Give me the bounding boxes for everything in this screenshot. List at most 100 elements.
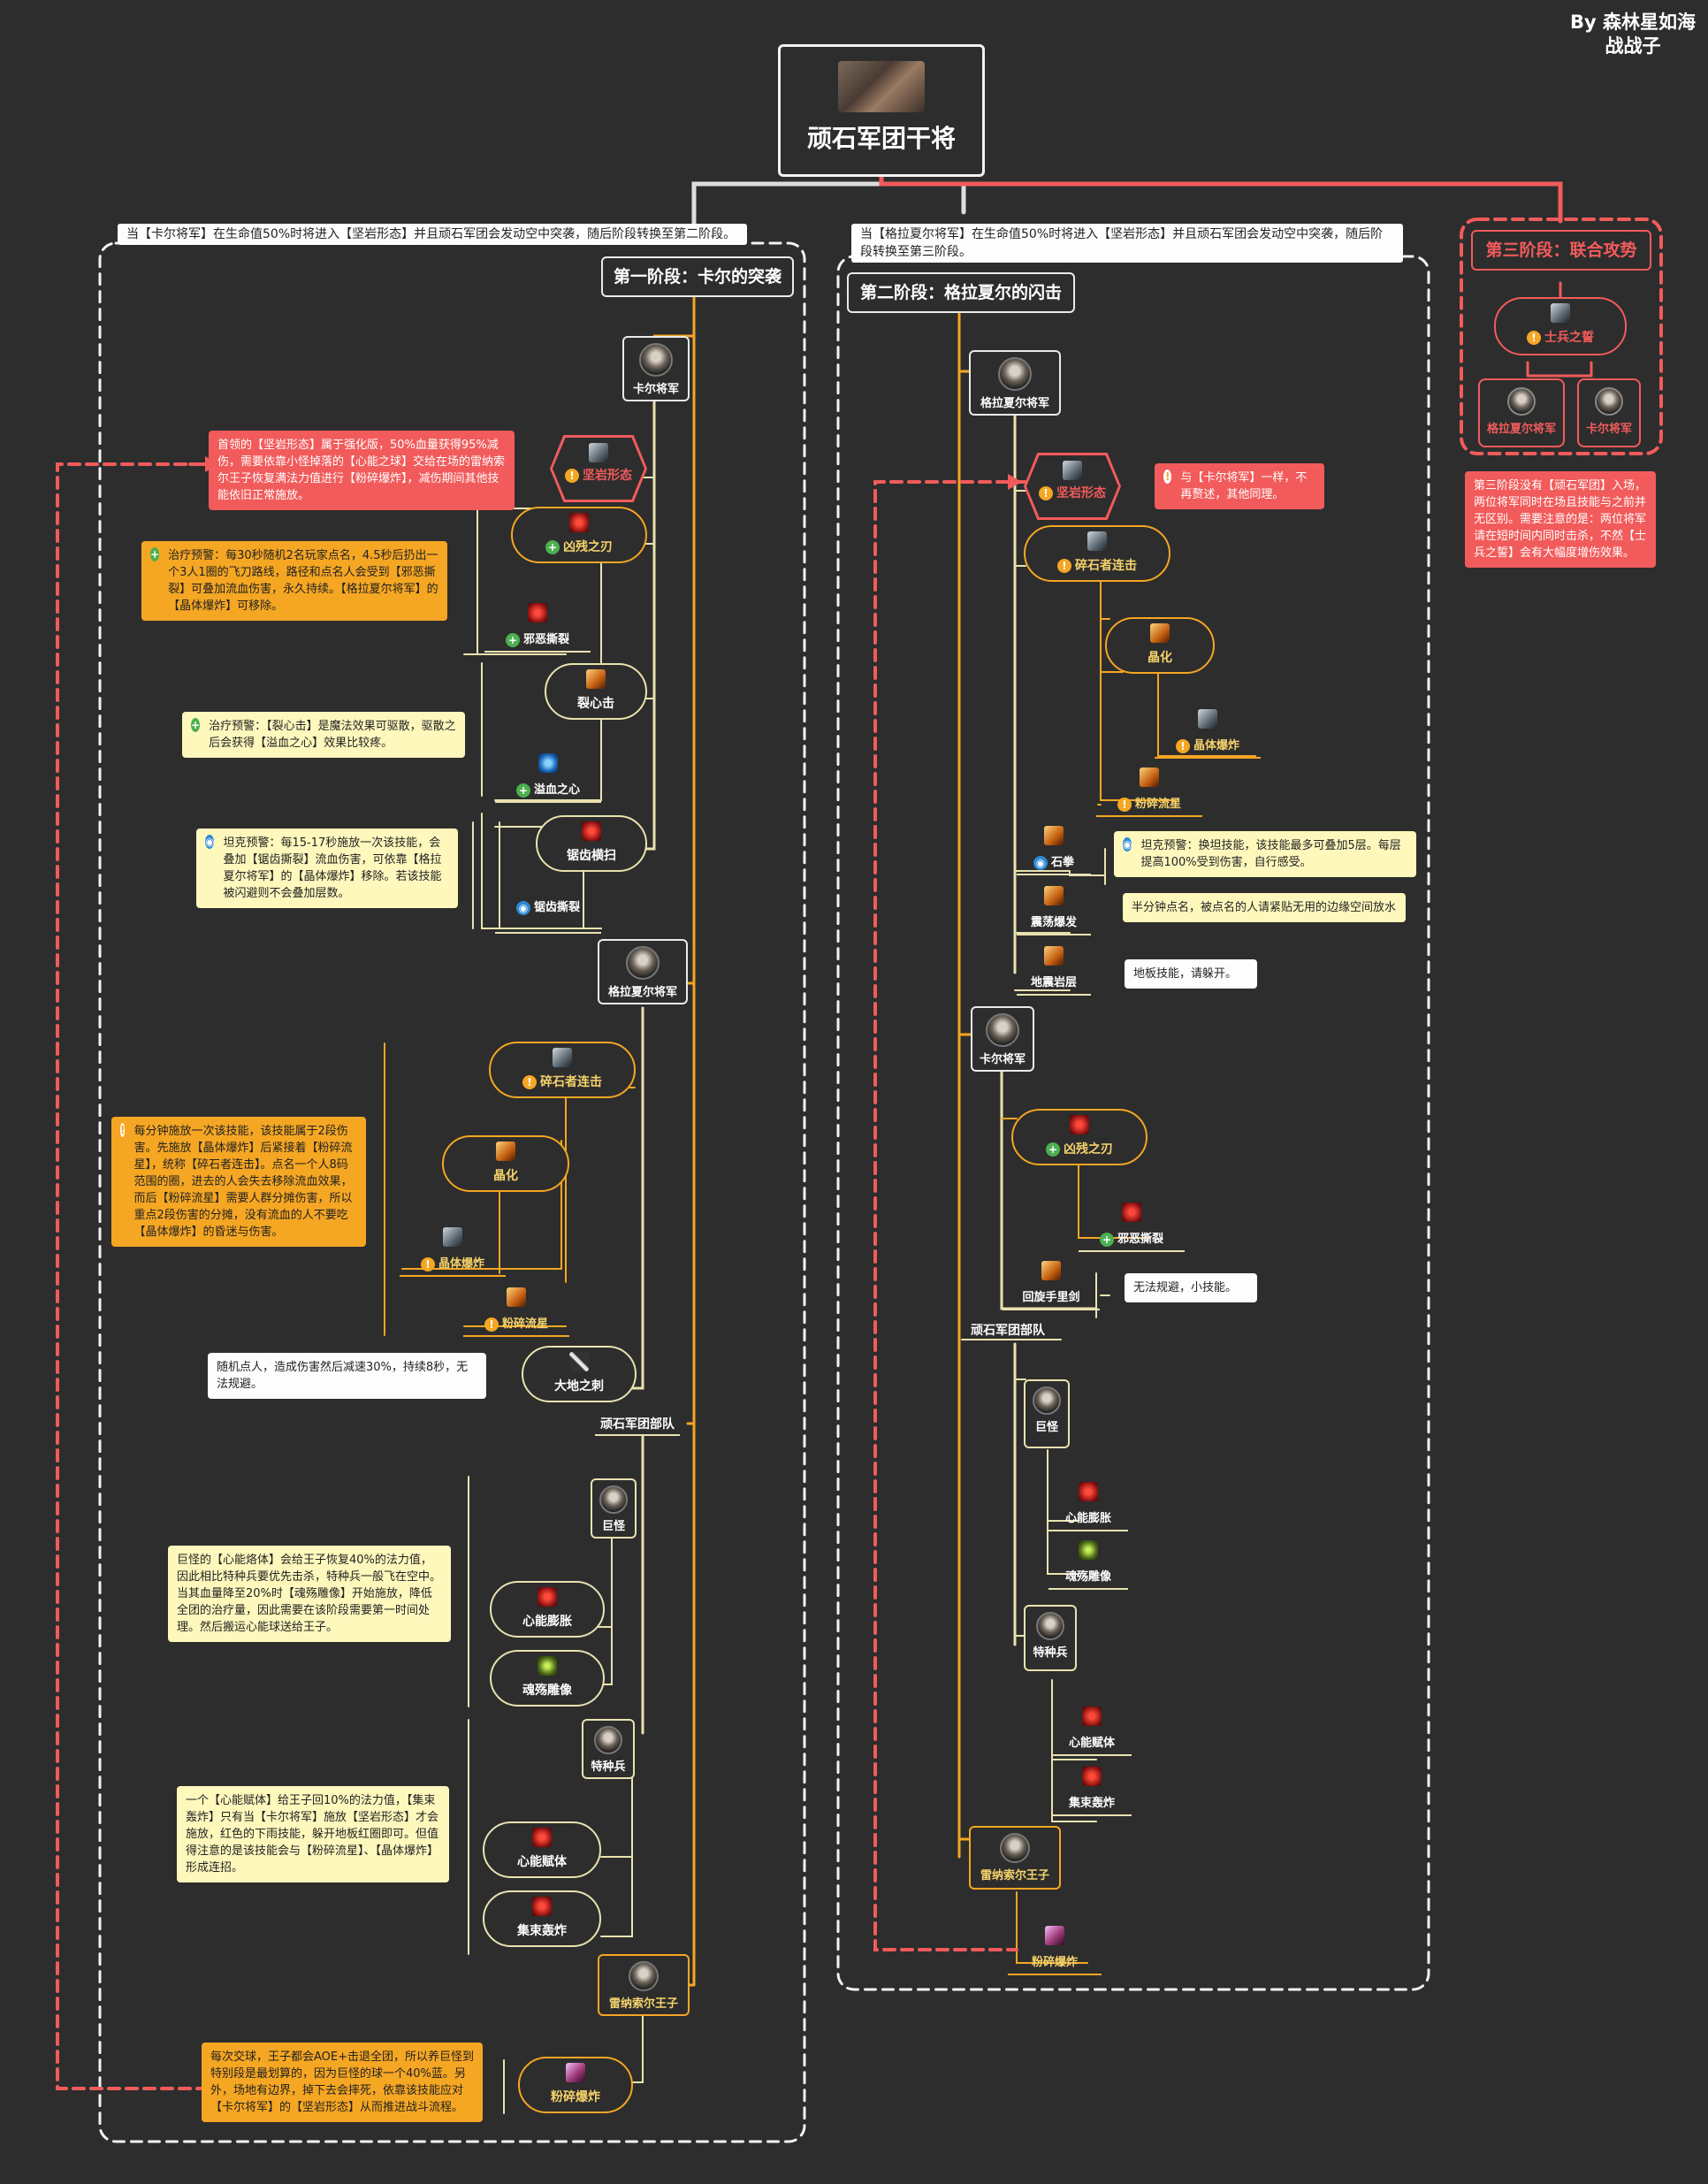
shuriken-icon <box>1041 1261 1061 1280</box>
p1-prince-node[interactable]: 雷纳索尔王子 <box>598 1954 690 2016</box>
hemorrhage-icon <box>538 753 558 773</box>
p2-stone-fist-node[interactable]: ◉石拳 <box>1017 826 1091 875</box>
phase2-intro: 当【格拉夏尔将军】在生命值50%时将进入【坚岩形态】并且顽石军团会发动空中突袭，… <box>851 224 1403 263</box>
p1-goliath-a-node[interactable]: 心能膨胀 <box>490 1581 605 1638</box>
p2-stone-form-label: 坚岩形态 <box>1056 486 1106 500</box>
p1-pulverize-meteor-node[interactable]: !粉碎流星 <box>463 1287 569 1337</box>
warning-badge-icon: ! <box>484 1317 499 1332</box>
p2-stone-form-node[interactable]: !坚岩形态 <box>1024 453 1121 520</box>
p2-crystalize-node[interactable]: 晶化 <box>1105 617 1215 674</box>
p1-shatter-node[interactable]: 粉碎爆炸 <box>518 2057 633 2113</box>
p2-fist-note: ◉坦克预警：换坦技能，该技能最多可叠加5层。每层提高100%受到伤害，自行感受。 <box>1114 831 1416 877</box>
p3-oath-node[interactable]: !士兵之誓 <box>1494 297 1627 355</box>
p2-shatter-node[interactable]: 粉碎爆炸 <box>1008 1926 1102 1975</box>
p2-kaal-node[interactable]: 卡尔将军 <box>971 1006 1034 1072</box>
p1-commando-a-node[interactable]: 心能赋体 <box>483 1821 601 1878</box>
p1-serrated-swipe-node[interactable]: 锯齿横扫 <box>536 815 647 872</box>
phase1-intro: 当【卡尔将军】在生命值50%时将进入【坚岩形态】并且顽石军团会发动空中突袭，随后… <box>118 224 747 245</box>
p1-heart-rend-node[interactable]: 裂心击 <box>545 663 647 720</box>
root-node[interactable]: 顽石军团干将 <box>778 44 985 177</box>
p2-goliath-b-node[interactable]: 魂殇雕像 <box>1048 1540 1128 1590</box>
p1-prince-label: 雷纳索尔王子 <box>608 1997 678 2011</box>
p2-commando-b-node[interactable]: 集束轰炸 <box>1052 1767 1132 1816</box>
p1-combo-note-text: 每分钟施放一次该技能，该技能属于2段伤害。先施放【晶体爆炸】后紧接着【粉碎流星】… <box>133 1125 353 1239</box>
warning-badge-icon: ! <box>1039 486 1053 500</box>
phase1-title[interactable]: 第一阶段：卡尔的突袭 <box>601 256 794 297</box>
author-credit: By 森林星如海 战战子 <box>1570 11 1696 58</box>
p1-spike-note: 随机点人，造成伤害然后减速30%，持续8秒，无法规避。 <box>208 1353 486 1399</box>
p3-kaal-label: 卡尔将军 <box>1585 423 1632 436</box>
healer-badge-icon: + <box>515 783 530 798</box>
p1-goliath-b-node[interactable]: 魂殇雕像 <box>490 1650 605 1707</box>
p1-serrated-note-text: 坦克预警：每15-17秒施放一次该技能，会叠加【锯齿撕裂】流血伤害，可依靠【格拉… <box>223 836 442 900</box>
p1-goliath-node[interactable]: 巨怪 <box>591 1478 637 1539</box>
p2-seismic-node[interactable]: 震荡爆发 <box>1017 886 1091 935</box>
p1-crystal-burst-node[interactable]: !晶体爆炸 <box>400 1227 506 1277</box>
p1-goliath-label: 巨怪 <box>601 1520 625 1533</box>
p2-quake-node[interactable]: 地震岩层 <box>1017 946 1091 996</box>
p1-kaal-node[interactable]: 卡尔将军 <box>622 336 690 401</box>
p2-pulverize-meteor-node[interactable]: !粉碎流星 <box>1096 767 1202 817</box>
tank-badge-icon: ◉ <box>515 900 530 915</box>
phase3-title[interactable]: 第三阶段：联合攻势 <box>1471 230 1651 271</box>
p2-sword-node[interactable]: 回旋手里剑 <box>1003 1261 1100 1310</box>
p1-pulverize-meteor-label: 粉碎流星 <box>501 1317 548 1331</box>
p2-wicked-laceration-node[interactable]: +邪恶撕裂 <box>1079 1203 1185 1252</box>
statue-icon <box>1079 1540 1098 1560</box>
statue-icon <box>538 1656 557 1676</box>
p3-note: 第三阶段没有【顽石军团】入场，两位将军同时在场且技能与之前并无区别。需要注意的是… <box>1465 471 1656 568</box>
p2-seismic-label: 震荡爆发 <box>1030 916 1077 929</box>
p2-kaal-label: 卡尔将军 <box>979 1053 1026 1066</box>
p1-heart-hemorrhage-node[interactable]: +溢血之心 <box>495 753 601 803</box>
p1-grashaal-node[interactable]: 格拉夏尔将军 <box>598 939 688 1004</box>
p2-crystal-burst-node[interactable]: !晶体爆炸 <box>1155 709 1261 759</box>
p1-wicked-blade-node[interactable]: +凶残之刃 <box>511 507 647 563</box>
p2-sword-label: 回旋手里剑 <box>1022 1291 1080 1304</box>
p1-legion-node[interactable]: 顽石军团部队 <box>595 1413 680 1436</box>
p2-crystalize-label: 晶化 <box>1148 651 1172 665</box>
p3-grashaal-node[interactable]: 格拉夏尔将军 <box>1478 378 1565 447</box>
p2-grashaal-node[interactable]: 格拉夏尔将军 <box>969 350 1061 416</box>
wicked-blade-icon <box>1070 1115 1089 1134</box>
p3-grashaal-label: 格拉夏尔将军 <box>1486 423 1556 436</box>
p2-goliath-a-node[interactable]: 心能膨胀 <box>1048 1482 1128 1531</box>
credit-line-2: 战战子 <box>1605 35 1661 57</box>
p1-stonecrusher-label: 碎石者连击 <box>540 1075 602 1089</box>
p1-stone-form-node[interactable]: !坚岩形态 <box>550 435 647 502</box>
p3-kaal-node[interactable]: 卡尔将军 <box>1577 378 1641 447</box>
p1-wicked-laceration-node[interactable]: +邪恶撕裂 <box>484 603 591 653</box>
earth-spike-icon <box>569 1352 589 1371</box>
warning-badge-icon: ! <box>1527 331 1541 345</box>
kaal-portrait-icon <box>986 1013 1019 1047</box>
p2-commando-node[interactable]: 特种兵 <box>1024 1605 1077 1671</box>
p2-wicked-blade-label: 凶残之刃 <box>1064 1142 1113 1157</box>
goliath-portrait-icon <box>1033 1386 1061 1415</box>
p2-grashaal-label: 格拉夏尔将军 <box>980 397 1049 410</box>
p1-commando-node[interactable]: 特种兵 <box>582 1719 635 1779</box>
p1-stonecrusher-node[interactable]: !碎石者连击 <box>489 1042 636 1098</box>
p2-stone-fist-label: 石拳 <box>1050 856 1074 869</box>
healer-badge-icon: + <box>545 540 560 554</box>
phase2-title[interactable]: 第二阶段：格拉夏尔的闪击 <box>847 272 1075 313</box>
prince-portrait-icon <box>629 1961 659 1991</box>
p2-prince-node[interactable]: 雷纳索尔王子 <box>969 1826 1061 1890</box>
p1-kaal-label: 卡尔将军 <box>632 383 679 396</box>
p2-prince-label: 雷纳索尔王子 <box>980 1869 1049 1882</box>
p1-crystalize-node[interactable]: 晶化 <box>442 1135 569 1192</box>
p2-stone-note-text: 与【卡尔将军】一样，不再赘述，其他同理。 <box>1180 471 1308 501</box>
grashaal-portrait-icon <box>626 946 660 980</box>
p1-earth-spike-node[interactable]: 大地之刺 <box>522 1346 637 1402</box>
p2-legion-node[interactable]: 顽石军团部队 <box>971 1324 1045 1338</box>
p1-commando-label: 特种兵 <box>591 1760 626 1774</box>
p1-serrated-tear-node[interactable]: ◉锯齿撕裂 <box>495 884 601 934</box>
commando-portrait-icon <box>594 1726 622 1754</box>
p2-commando-a-node[interactable]: 心能赋体 <box>1052 1707 1132 1756</box>
p1-commando-b-node[interactable]: 集束轰炸 <box>483 1890 601 1947</box>
meteor-icon <box>507 1287 526 1307</box>
p2-wicked-blade-node[interactable]: +凶残之刃 <box>1011 1109 1148 1165</box>
warning-badge-icon: ! <box>1057 559 1071 573</box>
p2-stonecrusher-node[interactable]: !碎石者连击 <box>1024 525 1170 582</box>
p2-goliath-node[interactable]: 巨怪 <box>1024 1379 1070 1448</box>
p1-crystal-burst-label: 晶体爆炸 <box>438 1257 484 1271</box>
p1-serrated-note: ◉坦克预警：每15-17秒施放一次该技能，会叠加【锯齿撕裂】流血伤害，可依靠【格… <box>196 829 458 908</box>
